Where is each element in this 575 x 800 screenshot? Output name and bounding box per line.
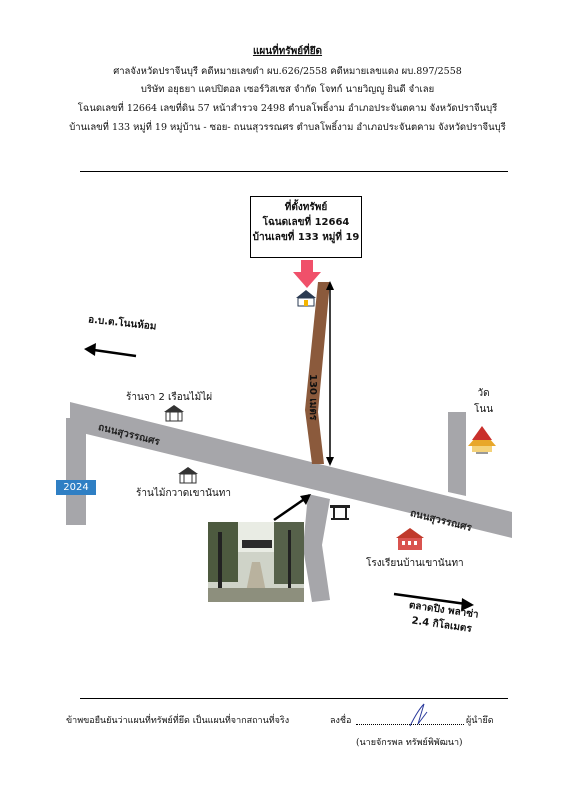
certify-statement: ข้าพขอยืนยันว่าแผนที่ทรัพย์ที่ยึด เป็นแผ… [66, 716, 290, 726]
sign-prefix: ลงชื่อ [330, 716, 352, 726]
property-marker-arrow [293, 260, 321, 288]
bus-shelter-icon [330, 505, 350, 520]
distance-arrow [326, 281, 334, 466]
property-house-icon [296, 290, 316, 307]
shop-icon-2 [178, 467, 198, 484]
temple-label: วัด โนน [474, 386, 493, 418]
sign-suffix: ผู้นำยึด [466, 716, 494, 726]
signature-mark [409, 703, 428, 727]
property-info-box: ที่ตั้งทรัพย์ โฉนดเลขที่ 12664 บ้านเลขที… [250, 196, 362, 258]
signature-line [356, 724, 464, 725]
property-box-address: บ้านเลขที่ 133 หมู่ที่ 19 [252, 232, 360, 243]
temple-side-road [448, 412, 466, 496]
case-line: ศาลจังหวัดปราจีนบุรี คดีหมายเลขดำ ผบ.626… [113, 66, 462, 77]
deed-line: โฉนดเลขที่ 12664 เลขที่ดิน 57 หน้าสำรวจ … [77, 103, 498, 114]
address-line: บ้านเลขที่ 133 หมู่ที่ 19 หมู่บ้าน - ซอย… [69, 122, 506, 133]
direction-arrow-left [84, 343, 137, 358]
direction-arrow-market [393, 592, 474, 611]
shop-1-label: ร้านจา 2 เรือนไม้ไผ่ [126, 392, 213, 403]
route-badge: 2024 [56, 480, 96, 495]
school-label: โรงเรียนบ้านเขานันทา [366, 558, 464, 569]
property-lane [305, 282, 330, 464]
temple-icon [468, 426, 496, 454]
left-side-road [66, 418, 86, 525]
footer-divider [80, 698, 508, 699]
property-box-deed: โฉนดเลขที่ 12664 [262, 217, 350, 228]
photo-pointer-arrow [273, 494, 311, 522]
map-title: แผนที่ทรัพย์ที่ยึด [252, 46, 323, 57]
main-road-suwannasorn [70, 402, 512, 538]
parties-line: บริษัท อยุธยา แคปปิตอล เซอร์วิสเซส จำกัด… [140, 84, 435, 95]
site-photo [208, 522, 304, 602]
signer-name: (นายจักรพล ทรัพย์พิพัฒนา) [356, 738, 463, 748]
distance-label: 130 เมตร [307, 374, 318, 421]
shop-2-label: ร้านไม้กวาดเขานันทา [136, 488, 231, 499]
site-photo-drawing [208, 522, 304, 602]
property-box-heading: ที่ตั้งทรัพย์ [284, 202, 328, 213]
temple-label-line2: โนน [474, 404, 494, 415]
header-divider [80, 171, 508, 172]
temple-label-line1: วัด [477, 388, 490, 399]
south-road [303, 494, 330, 602]
shop-icon-1 [164, 405, 184, 422]
school-icon [396, 528, 424, 550]
